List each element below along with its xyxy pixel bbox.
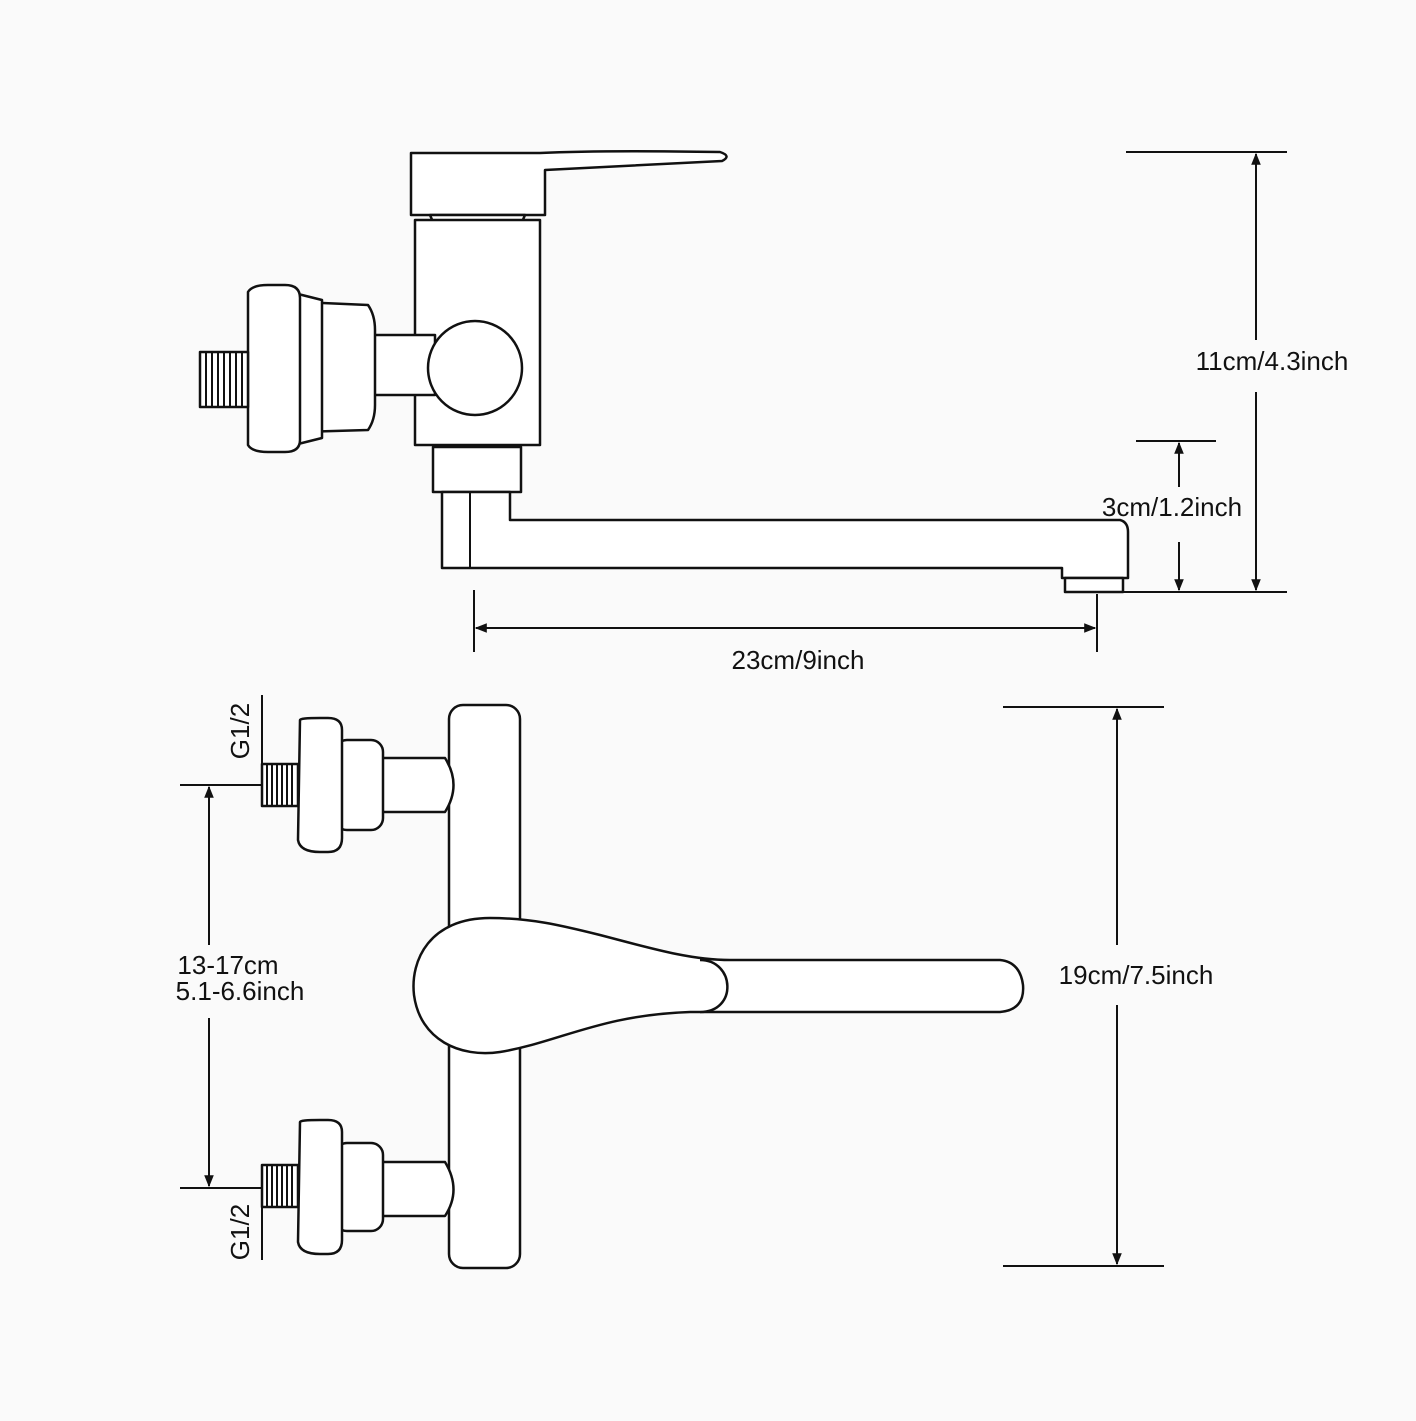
inlet-spacing-label-inch: 5.1-6.6inch [176,976,305,1006]
total-length-label: 19cm/7.5inch [1059,960,1214,990]
side-escutcheon-flange [246,283,302,454]
side-connection-nut [426,319,524,417]
spout-height-label: 3cm/1.2inch [1102,492,1242,522]
side-aerator [1063,576,1125,594]
front-flange-bottom [296,1118,344,1256]
spout-length-label: 23cm/9inch [732,645,865,675]
side-view-faucet [198,149,1130,594]
thread-label-top: G1/2 [225,703,255,759]
side-view-dimensions [473,151,1287,652]
front-flange-top [296,716,344,854]
side-lever-handle [409,149,728,217]
side-spout [440,490,1130,580]
height-label: 11cm/4.3inch [1196,346,1349,376]
front-view-faucet [260,703,1025,1270]
front-view-dimensions [180,695,1164,1267]
thread-label-bottom: G1/2 [225,1204,255,1260]
side-spout-collar [431,445,523,494]
inlet-spacing-label-cm: 13-17cm [177,950,278,980]
